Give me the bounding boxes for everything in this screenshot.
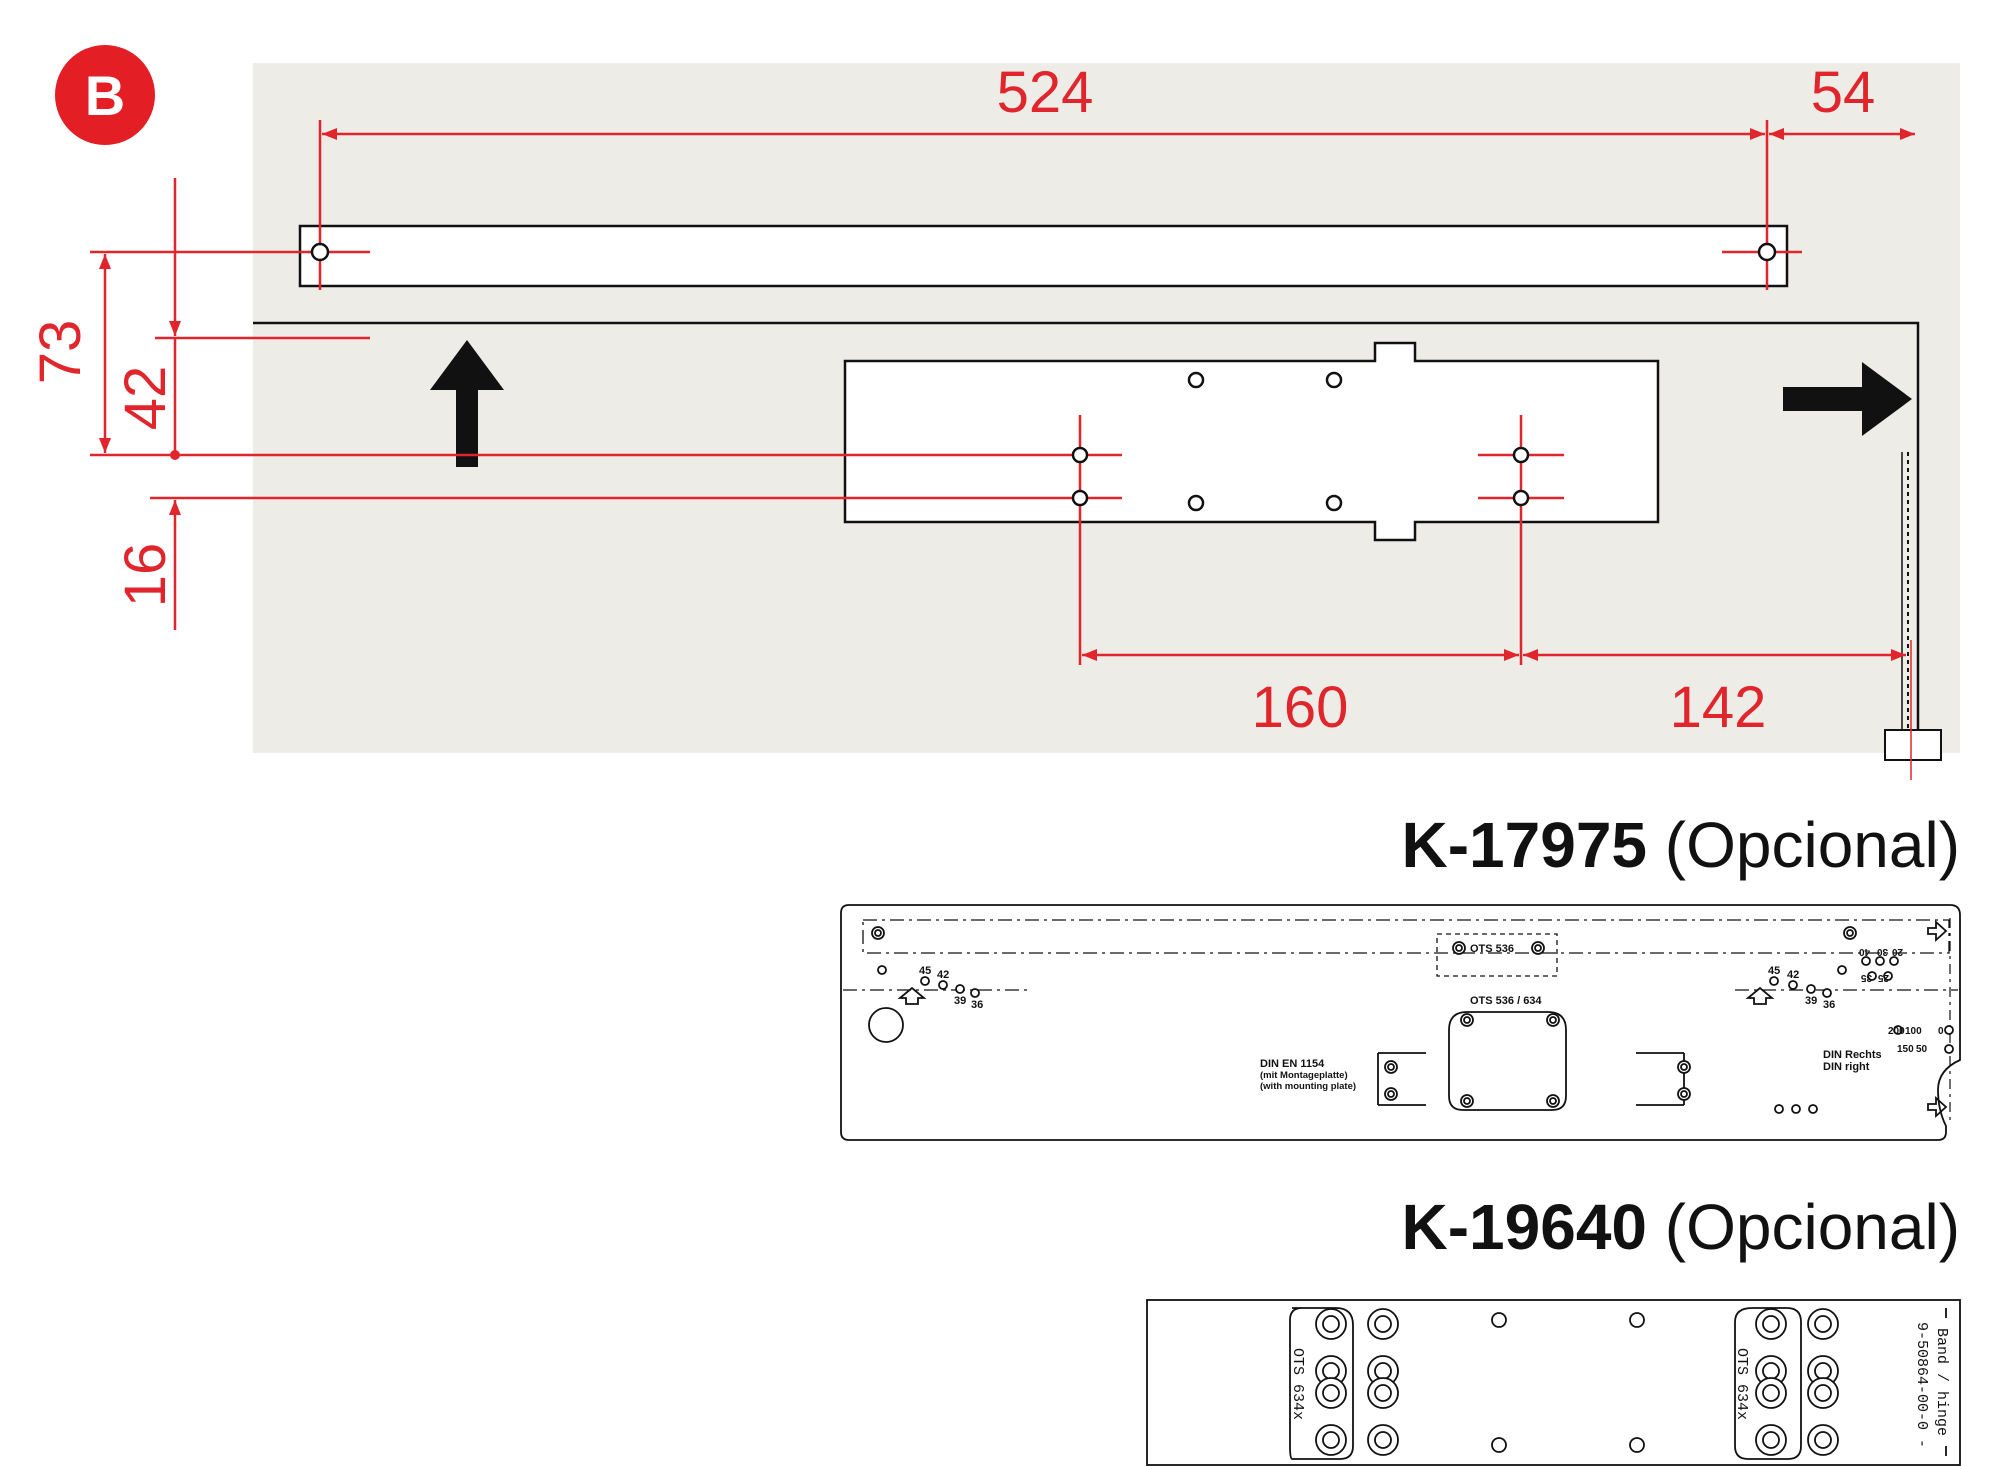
plate1-heading: K-17975 (Opcional) <box>1402 808 1961 882</box>
svg-text:DIN Rechts: DIN Rechts <box>1823 1049 1882 1061</box>
svg-text:30: 30 <box>1876 946 1888 957</box>
svg-text:OTS 634x: OTS 634x <box>1733 1348 1750 1420</box>
closer-holes <box>1187 371 1343 512</box>
plate1-labels: OTS 536 OTS 536 / 634 45 42 39 36 45 42 … <box>919 943 1944 1092</box>
svg-text:50: 50 <box>1916 1044 1928 1055</box>
svg-text:(with mounting plate): (with mounting plate) <box>1260 1081 1356 1092</box>
svg-text:DIN right: DIN right <box>1823 1061 1870 1073</box>
closer-mount-holes <box>1071 446 1530 507</box>
plate2-heading: K-19640 (Opcional) <box>1402 1190 1961 1264</box>
svg-text:Band / hinge: Band / hinge <box>1933 1328 1950 1436</box>
dim-160: 160 <box>1252 675 1349 740</box>
dim-73: 73 <box>28 320 93 385</box>
dim-42: 42 <box>113 366 178 431</box>
plate1-holes <box>871 926 1954 1114</box>
plate2-holes <box>1315 1308 1839 1456</box>
svg-text:9-50864-00-0 -: 9-50864-00-0 - <box>1913 1322 1930 1448</box>
svg-text:35: 35 <box>1860 972 1872 983</box>
dim-54: 54 <box>1811 60 1876 125</box>
svg-text:45: 45 <box>1768 965 1780 977</box>
hinge-block <box>1884 729 1942 761</box>
svg-text:OTS 634x: OTS 634x <box>1289 1348 1306 1420</box>
dimension-lines <box>90 120 1915 780</box>
svg-text:36: 36 <box>971 999 983 1011</box>
svg-text:42: 42 <box>1787 969 1799 981</box>
rail-holes <box>310 242 1777 262</box>
dim-142: 142 <box>1670 675 1767 740</box>
svg-text:42: 42 <box>937 969 949 981</box>
svg-text:(mit Montageplatte): (mit Montageplatte) <box>1260 1070 1348 1081</box>
plate2-optional: (Opcional) <box>1664 1191 1960 1263</box>
svg-text:200: 200 <box>1888 1026 1905 1037</box>
plate2-code: K-19640 <box>1401 1191 1648 1263</box>
dim-16: 16 <box>113 543 178 608</box>
svg-text:100: 100 <box>1905 1026 1922 1037</box>
svg-text:OTS 536: OTS 536 <box>1470 943 1514 955</box>
section-badge: B <box>55 45 155 145</box>
svg-text:150: 150 <box>1897 1044 1914 1055</box>
svg-text:20: 20 <box>1891 946 1903 957</box>
right-arrow-icon <box>1783 362 1912 436</box>
plate1-code: K-17975 <box>1401 809 1648 881</box>
plate2-labels: OTS 634x OTS 634x Band / hinge 9-50864-0… <box>1289 1322 1950 1448</box>
rail-bar <box>298 224 1789 288</box>
plate-k19640 <box>1146 1299 1961 1466</box>
svg-text:0: 0 <box>1938 1026 1944 1037</box>
frame-line <box>253 321 1920 745</box>
dim-origin-dot <box>170 450 180 460</box>
svg-text:40: 40 <box>1858 946 1870 957</box>
svg-text:25: 25 <box>1877 972 1889 983</box>
closer-body <box>843 341 1660 542</box>
svg-text:45: 45 <box>919 965 931 977</box>
svg-text:OTS 536 / 634: OTS 536 / 634 <box>1470 995 1542 1007</box>
up-arrow-icon <box>430 340 504 467</box>
svg-text:36: 36 <box>1823 999 1835 1011</box>
plate-k17975 <box>840 904 1961 1141</box>
dim-524: 524 <box>997 60 1094 125</box>
svg-text:DIN EN 1154: DIN EN 1154 <box>1260 1058 1325 1070</box>
plate1-optional: (Opcional) <box>1664 809 1960 881</box>
svg-text:39: 39 <box>954 995 966 1007</box>
svg-text:39: 39 <box>1805 995 1817 1007</box>
